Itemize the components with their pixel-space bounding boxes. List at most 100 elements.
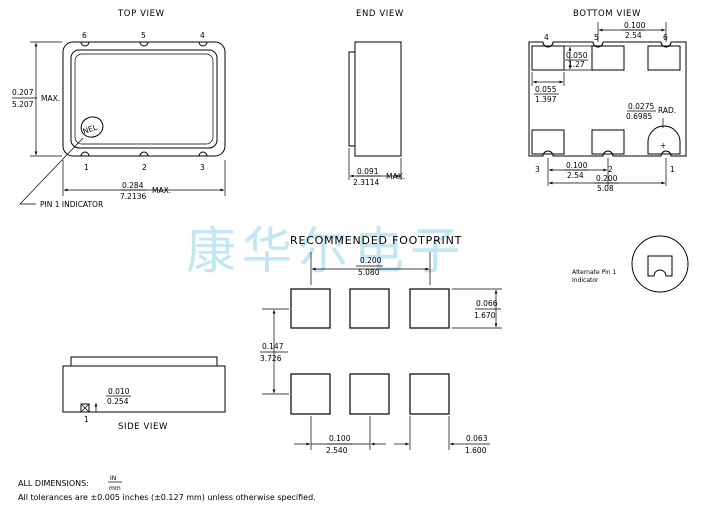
bottom-pin-label-2: 2 (142, 163, 147, 172)
side-view-lid (70, 356, 218, 367)
footprint-col-pitch-in: 0.100 (329, 434, 351, 443)
bottom-view-pin-1: 1 (670, 165, 675, 174)
bottom-pad-2 (591, 129, 625, 155)
bottom-pad-6 (647, 45, 681, 71)
bottom-pad-5 (591, 45, 625, 71)
bottom-notch-2 (139, 151, 149, 157)
pin1-indicator-leader (19, 137, 84, 205)
side-standoff-mm: 0.254 (107, 397, 129, 406)
top-view-body (62, 41, 226, 157)
footprint-pad-bottom-2 (349, 373, 390, 415)
recommended-footprint: RECOMMENDED FOOTPRINT 0.200 5.080 0.066 … (260, 234, 502, 455)
bottom-view-pin-4: 4 (544, 33, 549, 42)
thickness-in: 0.091 (357, 167, 379, 176)
side-view-title: SIDE VIEW (118, 422, 168, 432)
bottom-pitch-top-mm: 2.54 (625, 31, 642, 40)
top-view: TOP VIEW 6 5 4 1 2 3 NEL 0.207 5.207 MAX… (12, 9, 226, 209)
top-view-title: TOP VIEW (117, 9, 165, 19)
bottom-pin-label-1: 1 (84, 163, 89, 172)
bottom-radius-in: 0.0275 (628, 102, 654, 111)
bottom-pitch-bottom-in: 0.100 (566, 161, 588, 170)
alternate-pin1-indicator: Alternate Pin 1 Indicator (572, 235, 689, 293)
top-pin-label-4: 4 (200, 31, 205, 40)
tolerance-note: All tolerances are ±0.005 inches (±0.127… (18, 493, 316, 502)
bottom-pitch-bottom-mm: 2.54 (567, 171, 584, 180)
footprint-pad-h-mm: 1.670 (474, 311, 496, 320)
bottom-pad-w-mm: 1.397 (535, 95, 557, 104)
nel-logo: NEL (80, 116, 104, 138)
bottom-pad-h-mm: 1.27 (568, 60, 585, 69)
top-view-lid (70, 49, 218, 149)
top-notch-4 (198, 41, 208, 47)
footprint-pad-w-mm: 1.600 (465, 446, 487, 455)
footprint-pad-top-3 (409, 288, 450, 329)
bottom-pin-label-3: 3 (200, 163, 205, 172)
bottom-span-mm: 5.08 (597, 184, 614, 193)
bottom-radius-mm: 0.6985 (626, 112, 652, 121)
side-view: 1 0.010 0.254 SIDE VIEW (62, 356, 226, 432)
top-pin-label-5: 5 (141, 31, 146, 40)
top-notch-5 (139, 41, 149, 47)
dims-label: ALL DIMENSIONS: (18, 479, 89, 488)
end-view-lid (348, 51, 356, 147)
height-mm: 5.207 (12, 100, 34, 109)
bottom-pitch-top-in: 0.100 (624, 21, 646, 30)
thickness-suffix: MAX. (386, 172, 405, 181)
width-mm: 7.2136 (120, 192, 146, 201)
top-view-lid-inner (74, 53, 214, 145)
alternate-pin1-line2: Indicator (572, 277, 599, 284)
bottom-view-title: BOTTOM VIEW (573, 9, 641, 19)
end-view-body (354, 41, 402, 157)
bottom-radius-suffix: RAD. (658, 106, 676, 115)
bottom-pin1-mark: + (660, 141, 666, 150)
bottom-view: BOTTOM VIEW + 4 5 6 3 2 1 0.100 2.54 0.0… (528, 9, 687, 193)
side-view-body (62, 365, 226, 413)
top-notch-6 (80, 41, 90, 47)
footprint-pad-w-in: 0.063 (466, 434, 488, 443)
side-view-pin-label: 1 (84, 415, 89, 424)
footprint-pitch-in: 0.200 (360, 256, 382, 265)
alternate-pin1-circle (631, 235, 689, 293)
end-view: END VIEW 0.091 2.3114 MAX. (348, 9, 405, 187)
unit-bottom: mm (109, 485, 121, 492)
unit-top: IN (110, 475, 116, 482)
bottom-pad-3 (531, 129, 565, 155)
nel-logo-text: NEL (82, 122, 100, 136)
side-standoff-in: 0.010 (108, 387, 130, 396)
notes: ALL DIMENSIONS: IN mm All tolerances are… (18, 475, 316, 502)
end-view-title: END VIEW (356, 9, 404, 19)
bottom-pad-4 (531, 45, 565, 71)
footprint-pad-bottom-3 (409, 373, 450, 415)
width-in: 0.284 (122, 181, 144, 190)
footprint-pad-top-1 (290, 288, 331, 329)
bottom-span-in: 0.200 (596, 174, 618, 183)
alternate-pin1-line1: Alternate Pin 1 (572, 269, 616, 276)
height-suffix: MAX. (41, 94, 60, 103)
bottom-pad-w-in: 0.055 (535, 85, 557, 94)
bottom-view-pin-6: 6 (663, 33, 668, 42)
bottom-view-pin-3: 3 (535, 165, 540, 174)
bottom-view-pin-2: 2 (608, 165, 613, 174)
height-in: 0.207 (12, 88, 34, 97)
side-view-pin1-marker (80, 403, 90, 413)
footprint-pad-bottom-1 (290, 373, 331, 415)
width-suffix: MAX. (152, 186, 171, 195)
bottom-notch-3 (198, 151, 208, 157)
pin1-indicator-label: PIN 1 INDICATOR (40, 200, 103, 209)
top-pin-label-6: 6 (82, 31, 87, 40)
footprint-title: RECOMMENDED FOOTPRINT (290, 234, 462, 247)
footprint-pad-h-in: 0.066 (476, 299, 498, 308)
watermark-text: 康华尔电子 (186, 222, 466, 280)
bottom-pad-1 (647, 125, 681, 155)
footprint-row-gap-mm: 3.726 (260, 354, 282, 363)
footprint-pad-top-2 (349, 288, 390, 329)
bottom-pad-h-in: 0.050 (566, 51, 588, 60)
bottom-view-body (528, 41, 687, 157)
footprint-row-gap-in: 0.147 (262, 342, 284, 351)
footprint-col-pitch-mm: 2.540 (326, 446, 348, 455)
alternate-pin1-pad (647, 255, 673, 277)
bottom-notch-1 (80, 151, 90, 157)
bottom-view-pin-5: 5 (594, 33, 599, 42)
footprint-pitch-mm: 5.080 (358, 268, 380, 277)
